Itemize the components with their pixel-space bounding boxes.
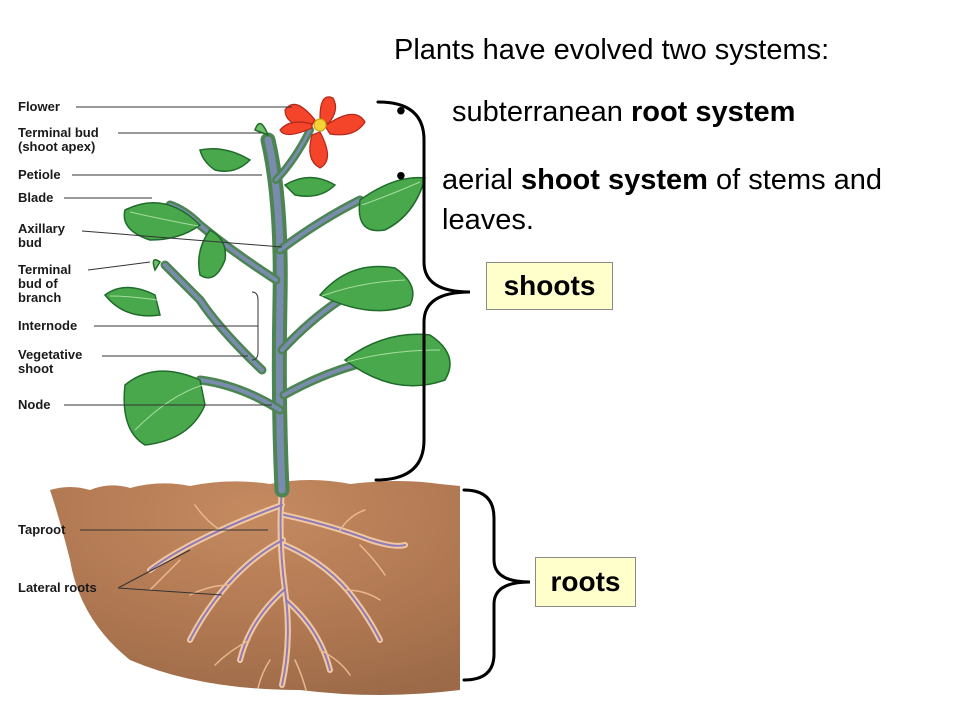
label-leader-lines bbox=[64, 106, 292, 596]
bullet-root-system: subterranean root system bbox=[452, 96, 795, 129]
bullet-shoot-system: aerial shoot system of stems and leaves. bbox=[442, 160, 932, 240]
stem bbox=[160, 126, 365, 498]
leaf bbox=[103, 286, 161, 317]
label-axillary-bud: bud bbox=[18, 235, 42, 250]
label-blade: Blade bbox=[18, 190, 54, 205]
leaf bbox=[123, 370, 206, 446]
label-vegetative-shoot: shoot bbox=[18, 361, 54, 376]
label-shoot-apex: (shoot apex) bbox=[18, 139, 96, 154]
bullet-text: subterranean bbox=[452, 96, 631, 128]
leaf-veins bbox=[109, 181, 441, 431]
shoots-tag: shoots bbox=[486, 262, 613, 310]
bullet-text: aerial bbox=[442, 164, 521, 196]
roots-bracket bbox=[462, 488, 531, 682]
leaf bbox=[199, 148, 252, 172]
slide-title: Plants have evolved two systems: bbox=[394, 34, 830, 66]
label-axillary: Axillary bbox=[18, 221, 65, 236]
system-brackets bbox=[374, 100, 531, 682]
leaf bbox=[152, 259, 162, 272]
bullet-marker: • bbox=[396, 160, 406, 191]
leaf bbox=[343, 333, 451, 387]
bullet-emphasis: shoot system bbox=[521, 164, 708, 196]
leaf bbox=[318, 265, 414, 312]
bullet-marker: • bbox=[396, 95, 406, 126]
leaf bbox=[358, 176, 426, 232]
label-bud-of: bud of bbox=[18, 276, 58, 291]
label-internode: Internode bbox=[18, 318, 78, 333]
flower bbox=[279, 96, 366, 169]
leaf bbox=[283, 176, 337, 197]
label-flower: Flower bbox=[18, 99, 60, 114]
label-lateral-roots: Lateral roots bbox=[18, 580, 97, 595]
leaf bbox=[254, 122, 270, 137]
roots-tag: roots bbox=[535, 557, 636, 607]
label-vegetative: Vegetative bbox=[18, 347, 83, 362]
label-terminal-bud: Terminal bud bbox=[18, 125, 99, 140]
bullet-emphasis: root system bbox=[630, 96, 796, 128]
roots bbox=[147, 485, 408, 691]
shoots-bracket bbox=[374, 100, 471, 482]
label-node: Node bbox=[18, 397, 51, 412]
label-terminal: Terminal bbox=[18, 262, 72, 277]
bullet-text: of stems and leaves. bbox=[442, 164, 883, 236]
label-petiole: Petiole bbox=[18, 167, 61, 182]
label-taproot: Taproot bbox=[18, 522, 66, 537]
leaf bbox=[123, 202, 202, 241]
label-branch: branch bbox=[18, 290, 62, 305]
